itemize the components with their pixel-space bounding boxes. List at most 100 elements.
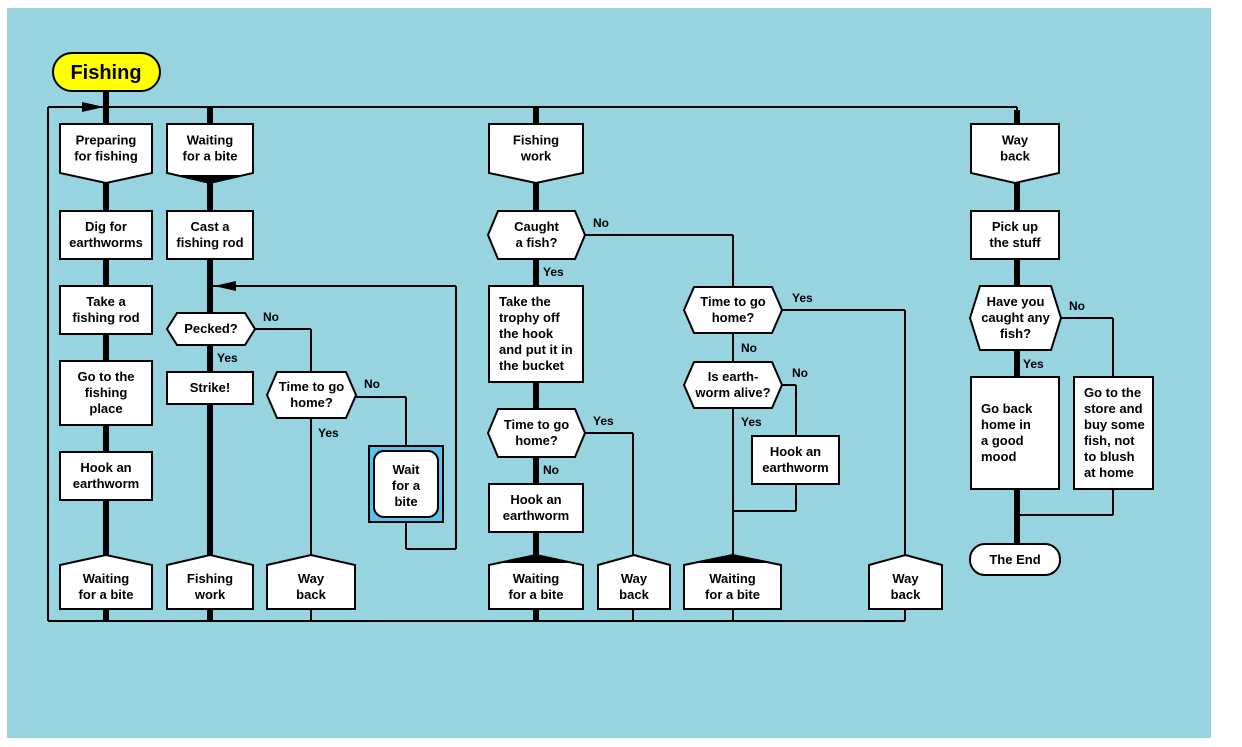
node-pick-up-stuff-text-line: Pick up (992, 219, 1038, 234)
node-footer-fishing-work-text-line: work (194, 587, 226, 602)
node-good-mood-text-line: home in (981, 417, 1031, 432)
node-way-back-shape (970, 123, 1060, 185)
node-footer-waiting-3-text-line: for a bite (705, 587, 760, 602)
node-strike: Strike! (166, 371, 254, 405)
node-cast-fishing-rod-text-line: fishing rod (176, 235, 243, 250)
node-hook-earthworm-2-text-line: earthworm (503, 508, 569, 523)
node-time-home-1-text-line: home? (290, 395, 333, 410)
node-take-trophy-text-line: the bucket (499, 358, 565, 373)
node-time-home-2-text-line: Time to go (504, 417, 570, 432)
node-dig-for-earthworms-text-line: Dig for (85, 219, 127, 234)
node-footer-fishing-work-text-line: Fishing (187, 571, 233, 586)
node-hook-earthworm-1-shape (59, 451, 153, 501)
node-go-to-fishing-place-text-line: place (89, 401, 122, 416)
node-pecked-text-line: Pecked? (184, 321, 238, 336)
node-go-to-fishing-place-text-line: fishing (85, 385, 128, 400)
node-pick-up-stuff-shape (970, 210, 1060, 260)
alive-yes-label: Yes (741, 415, 762, 429)
node-store-text-line: at home (1084, 465, 1134, 480)
node-take-trophy-text-line: and put it in (499, 342, 573, 357)
node-take-fishing-rod-shape (59, 285, 153, 335)
caught-any-yes-label: Yes (1023, 357, 1044, 371)
node-footer-waiting-1-text-line: for a bite (79, 587, 134, 602)
node-store-text-line: buy some (1084, 417, 1145, 432)
node-good-mood-shape (970, 376, 1060, 490)
loop-arrow-icon-2 (214, 281, 236, 291)
pecked-yes-label: Yes (217, 351, 238, 365)
node-time-home-1-text-line: Time to go (279, 379, 345, 394)
node-caught-any-fish-shape (968, 285, 1063, 351)
title-shape (52, 52, 161, 92)
node-footer-way-back-3-shape (868, 553, 943, 610)
time-home2-yes-label: Yes (792, 291, 813, 305)
node-footer-waiting-3-merge-marker (698, 555, 767, 563)
wait-for-bite-shape (373, 450, 439, 518)
node-pick-up-stuff-text-line: the stuff (989, 235, 1041, 250)
node-go-to-fishing-place-shape (59, 360, 153, 426)
node-time-home-2-text-line: home? (515, 433, 558, 448)
node-footer-waiting-2-text-line: Waiting (513, 571, 560, 586)
node-time-home-3-text-line: Time to go (700, 294, 766, 309)
node-footer-way-back-1-text-line: Way (298, 571, 325, 586)
node-store-text-line: fish, not (1084, 433, 1135, 448)
node-the-end: The End (969, 543, 1061, 576)
node-preparing-for-fishing-text-line: Preparing (76, 133, 137, 148)
the-end-shape (969, 543, 1061, 576)
node-footer-waiting-3-shape (683, 553, 782, 610)
node-fishing-work-text-line: Fishing (513, 133, 559, 148)
node-hook-earthworm-2-text-line: Hook an (510, 492, 561, 507)
node-way-back-text-line: back (1000, 149, 1030, 164)
node-preparing-for-fishing-text-line: for fishing (74, 149, 138, 164)
node-strike-shape (166, 371, 254, 405)
node-hook-earthworm-3-text-line: Hook an (770, 444, 821, 459)
node-hook-earthworm-1-text-line: Hook an (80, 460, 131, 475)
node-take-trophy-shape (488, 285, 584, 383)
loop-arrow-icon (82, 102, 104, 112)
node-footer-waiting-1-shape (59, 553, 153, 610)
node-footer-way-back-2-text-line: back (619, 587, 649, 602)
node-pecked: Pecked? (165, 312, 257, 346)
title-node: Fishing (52, 52, 161, 92)
node-footer-waiting-2-shape (488, 553, 584, 610)
node-footer-way-back-3-text-line: back (891, 587, 921, 602)
node-pecked-shape (165, 312, 257, 346)
node-cast-fishing-rod-shape (166, 210, 254, 260)
wait-for-bite-text-line: bite (394, 494, 417, 509)
node-time-home-3-text-line: home? (712, 310, 755, 325)
node-time-home-3-shape (682, 286, 784, 334)
node-store-text-line: to blush (1084, 449, 1135, 464)
node-hook-earthworm-2-shape (488, 483, 584, 533)
node-go-to-fishing-place-text-line: Go to the (77, 369, 134, 384)
node-good-mood-text-line: mood (981, 449, 1016, 464)
caught-any-no-label: No (1069, 299, 1085, 313)
alive-no-label: No (792, 366, 808, 380)
time-home2-no-label: No (741, 341, 757, 355)
node-hook-earthworm-3-shape (751, 435, 840, 485)
node-store-shape (1073, 376, 1154, 490)
node-earthworm-alive-text-line: worm alive? (694, 385, 770, 400)
node-way-back-text-line: Way (1002, 133, 1029, 148)
node-footer-way-back-2-shape (597, 553, 671, 610)
wait-for-bite-text-line: for a (392, 478, 421, 493)
node-waiting-for-bite-text-line: Waiting (187, 133, 234, 148)
pecked-no-label: No (263, 310, 279, 324)
node-caught-any-fish-text-line: caught any (981, 310, 1050, 325)
title-text: Fishing (70, 62, 141, 84)
node-cast-fishing-rod-text-line: Cast a (190, 219, 230, 234)
node-earthworm-alive-text-line: Is earth- (708, 369, 759, 384)
node-footer-fishing-work-shape (166, 553, 254, 610)
